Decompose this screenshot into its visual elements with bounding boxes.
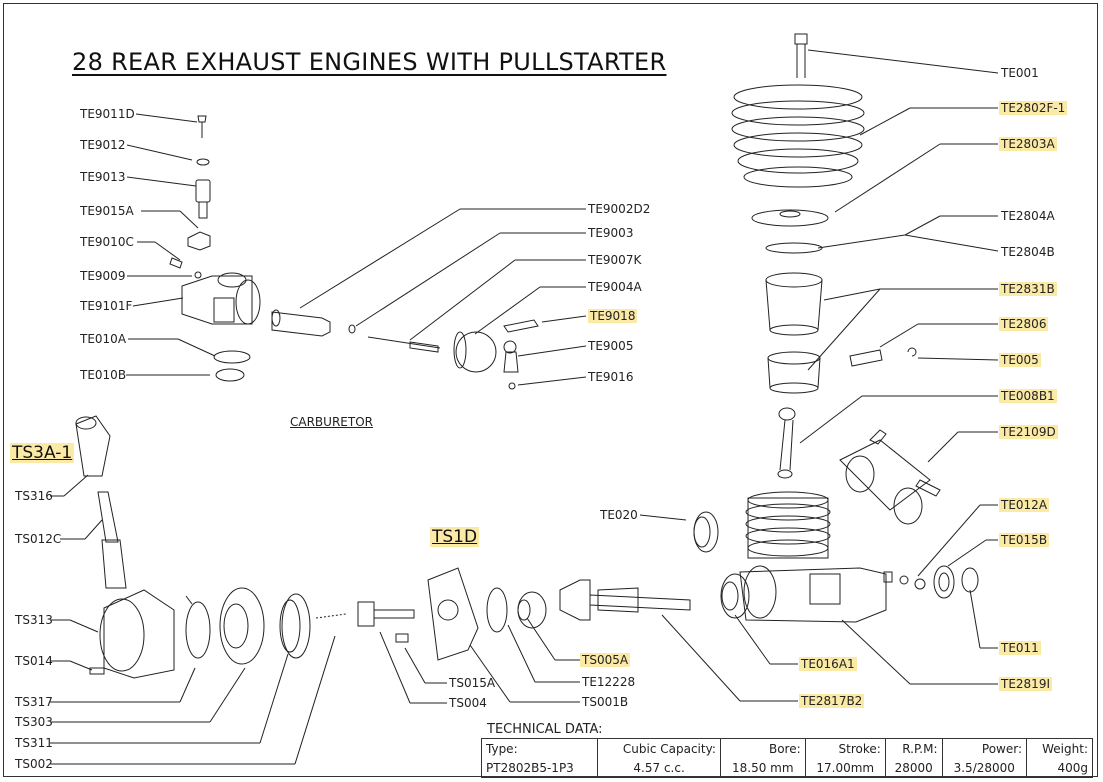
part-label-te2802f-1: TE2802F-1 xyxy=(999,101,1068,115)
part-label-te2806: TE2806 xyxy=(999,317,1049,331)
part-label-te9007k: TE9007K xyxy=(588,253,642,267)
part-label-ts001b: TS001B xyxy=(582,695,629,709)
carburetor-section-label: CARBURETOR xyxy=(290,415,373,429)
tech-val-bore: 18.50 mm xyxy=(719,758,806,778)
engine-crankcase xyxy=(693,491,979,623)
part-label-ts313: TS313 xyxy=(15,613,53,627)
starter-assembly xyxy=(89,567,479,679)
part-label-te012a: TE012A xyxy=(999,498,1050,512)
tech-col-rpm: R.P.M: xyxy=(884,738,943,758)
part-label-te9010c: TE9010C xyxy=(80,235,134,249)
part-label-te2819i: TE2819I xyxy=(999,677,1052,691)
part-label-ts317: TS317 xyxy=(15,695,53,709)
part-label-te2831b: TE2831B xyxy=(999,282,1057,296)
part-label-te9018: TE9018 xyxy=(588,309,638,323)
part-label-te9004a: TE9004A xyxy=(588,280,642,294)
technical-data-table: Type: Cubic Capacity: Bore: Stroke: R.P.… xyxy=(480,738,1093,778)
tech-col-bore: Bore: xyxy=(719,738,806,758)
tech-val-power: 3.5/28000 xyxy=(941,758,1028,778)
part-label-te020: TE020 xyxy=(600,508,638,522)
leader-lines xyxy=(50,49,999,765)
part-label-ts002: TS002 xyxy=(15,757,53,771)
diagram-title: 28 REAR EXHAUST ENGINES WITH PULLSTARTER xyxy=(72,48,667,76)
part-label-te9011d: TE9011D xyxy=(80,107,135,121)
part-label-te9015a: TE9015A xyxy=(80,204,134,218)
part-label-te2804a: TE2804A xyxy=(1001,209,1055,223)
part-label-te9012: TE9012 xyxy=(80,138,126,152)
ts3a-section-label: TS3A-1 xyxy=(10,443,75,463)
tech-col-power: Power: xyxy=(941,738,1028,758)
tech-col-stroke: Stroke: xyxy=(804,738,886,758)
part-label-te015b: TE015B xyxy=(999,533,1050,547)
part-label-te9005: TE9005 xyxy=(588,339,634,353)
crankshaft xyxy=(486,579,691,633)
tech-val-cubic-capacity: 4.57 c.c. xyxy=(597,758,721,778)
technical-data-header-row: Type: Cubic Capacity: Bore: Stroke: R.P.… xyxy=(480,738,1093,758)
tech-col-type: Type: xyxy=(480,738,599,758)
part-label-te9013: TE9013 xyxy=(80,170,126,184)
part-label-ts005a: TS005A xyxy=(580,653,631,667)
part-label-te005: TE005 xyxy=(999,353,1041,367)
part-label-te9016: TE9016 xyxy=(588,370,634,384)
part-label-te2803a: TE2803A xyxy=(999,137,1057,151)
part-label-te001: TE001 xyxy=(1001,66,1039,80)
part-label-te011: TE011 xyxy=(999,641,1041,655)
tech-val-stroke: 17.00mm xyxy=(804,758,886,778)
tech-val-weight: 400g xyxy=(1026,758,1093,778)
part-label-te2804b: TE2804B xyxy=(1001,245,1055,259)
part-label-ts004: TS004 xyxy=(449,696,487,710)
part-label-ts316: TS316 xyxy=(15,489,53,503)
part-label-te9003: TE9003 xyxy=(588,226,634,240)
part-label-te008b1: TE008B1 xyxy=(999,389,1057,403)
technical-data-heading: TECHNICAL DATA: xyxy=(487,722,603,737)
part-label-ts303: TS303 xyxy=(15,715,53,729)
part-label-te010a: TE010A xyxy=(80,332,127,346)
carburetor-parts xyxy=(169,115,539,390)
cylinder-head-parts xyxy=(731,33,917,479)
part-label-te2817b2: TE2817B2 xyxy=(799,694,865,708)
part-label-te9002d2: TE9002D2 xyxy=(588,202,651,216)
rear-carburetor xyxy=(839,429,941,525)
part-label-ts015a: TS015A xyxy=(449,676,496,690)
tech-col-weight: Weight: xyxy=(1026,738,1093,758)
tech-val-rpm: 28000 xyxy=(884,758,943,778)
tech-val-type: PT2802B5-1P3 xyxy=(480,758,599,778)
tech-col-cubic-capacity: Cubic Capacity: xyxy=(597,738,721,758)
part-label-te12228: TE12228 xyxy=(582,675,636,689)
part-label-ts311: TS311 xyxy=(15,736,53,750)
technical-data-values-row: PT2802B5-1P3 4.57 c.c. 18.50 mm 17.00mm … xyxy=(480,758,1093,778)
part-label-ts014: TS014 xyxy=(15,654,53,668)
part-label-te016a1: TE016A1 xyxy=(799,657,857,671)
ts1d-section-label: TS1D xyxy=(430,527,480,547)
part-label-ts012c: TS012C xyxy=(15,532,62,546)
part-label-te2109d: TE2109D xyxy=(999,425,1058,439)
part-label-te010b: TE010B xyxy=(80,368,127,382)
part-label-te9009: TE9009 xyxy=(80,269,126,283)
part-label-te9101f: TE9101F xyxy=(80,299,133,313)
ts3a-exhaust xyxy=(75,415,127,589)
